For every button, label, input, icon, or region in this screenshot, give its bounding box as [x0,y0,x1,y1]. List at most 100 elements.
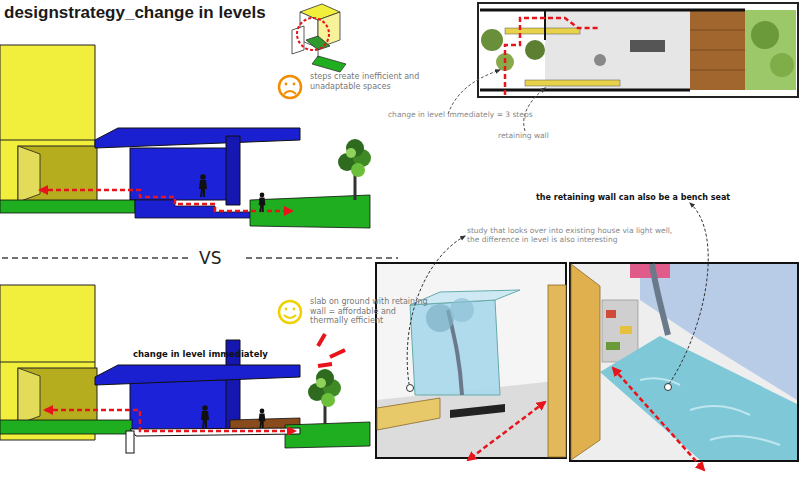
blue-roof [95,365,300,385]
tree-canopy [351,163,365,177]
ground [0,200,135,213]
emphasis-mark [318,334,325,346]
plan-furniture [630,40,665,52]
happy-face [279,301,301,323]
opening-side [18,368,40,424]
ground [285,422,370,448]
blue-roof [95,128,300,148]
leader-line [407,236,465,384]
divider-line [246,257,398,259]
tree-trunk [652,264,668,335]
plan-deck [690,10,745,90]
face-mouth [284,315,296,318]
person-body [199,180,207,197]
timber-screen [548,285,566,457]
axo-lawn [312,56,346,72]
plan-wall [480,9,745,12]
house-edge [0,140,95,141]
blue-volume [130,148,235,200]
leader-dot [407,385,414,392]
leader-dot [665,384,672,391]
axo-garden [306,36,330,50]
plan-bench [505,28,580,34]
plan-planting [525,40,545,60]
plan-garden [745,10,796,90]
person-head [260,409,265,414]
face-eye [285,308,288,311]
floor-plan [478,3,798,97]
sad-face [279,76,301,98]
section-label: change in level immediately [133,349,268,359]
shelf-item [606,342,620,350]
stepped-floor [135,200,260,218]
opening-side [18,146,40,202]
blue-side [226,136,240,205]
person-body [259,414,266,428]
plan-floor [545,10,690,90]
page-title: designstrategy_change in levels [4,3,266,23]
note-text: slab on ground with retaining wall = aff… [310,297,430,326]
view-arrow [613,368,704,470]
leader-line [669,203,708,384]
timber-bench [377,398,440,430]
tree-canopy [450,298,474,322]
timber-wall [571,264,600,460]
tree-canopy [426,304,454,332]
callout-text: change in level immediately = 3 steps [388,110,533,119]
emphasis-mark [330,350,345,357]
tree-canopy [316,378,326,388]
person-body [259,198,266,212]
house-opening [18,146,97,202]
axo-wall [292,26,304,54]
deck-plank [690,70,745,71]
tree-canopy [321,393,335,407]
leader-line [448,70,500,114]
plan-wall [480,89,690,92]
person-head [260,193,265,198]
step-shadow [450,404,505,418]
face-eye [293,83,296,86]
person-head [200,174,206,180]
deck-plank [690,50,745,51]
shelf-item [620,326,632,334]
tree-canopy [346,148,356,158]
divider-line [2,257,192,259]
shelf-item [606,310,616,318]
circulation-arrow [40,190,292,211]
pond [600,336,797,460]
note-text: steps create inefficient and unadaptable… [310,72,425,91]
face-eye [285,83,288,86]
leader-line [524,88,545,131]
plan-bench [525,80,620,86]
house-edge [0,362,95,363]
person-head [202,405,208,411]
emphasis-mark [318,364,332,366]
plan-tree [770,53,794,77]
retaining-wall [126,431,134,453]
perspective-panel [570,263,798,461]
face-mouth [284,91,296,94]
deck-plank [690,30,745,31]
person-body [201,411,209,428]
water-ripple [640,378,780,445]
tree-canopy [346,139,364,157]
ground [0,420,132,434]
plan-furniture [594,54,606,66]
plan-wall [544,10,546,40]
perspective-panel [376,263,566,458]
circulation-arrow [45,410,295,431]
plan-tree [751,21,779,49]
plan-planting [481,29,503,51]
tree-canopy [316,369,334,387]
view-arrow [468,402,545,460]
callout-text: study that looks over into existing hous… [467,226,677,244]
versus-label: VS [199,248,221,268]
callout-text: retaining wall [498,131,549,140]
face-eye [293,308,296,311]
callout-text: the retaining wall can also be a bench s… [536,193,730,203]
blue-side [226,340,240,430]
blue-volume [130,380,235,430]
